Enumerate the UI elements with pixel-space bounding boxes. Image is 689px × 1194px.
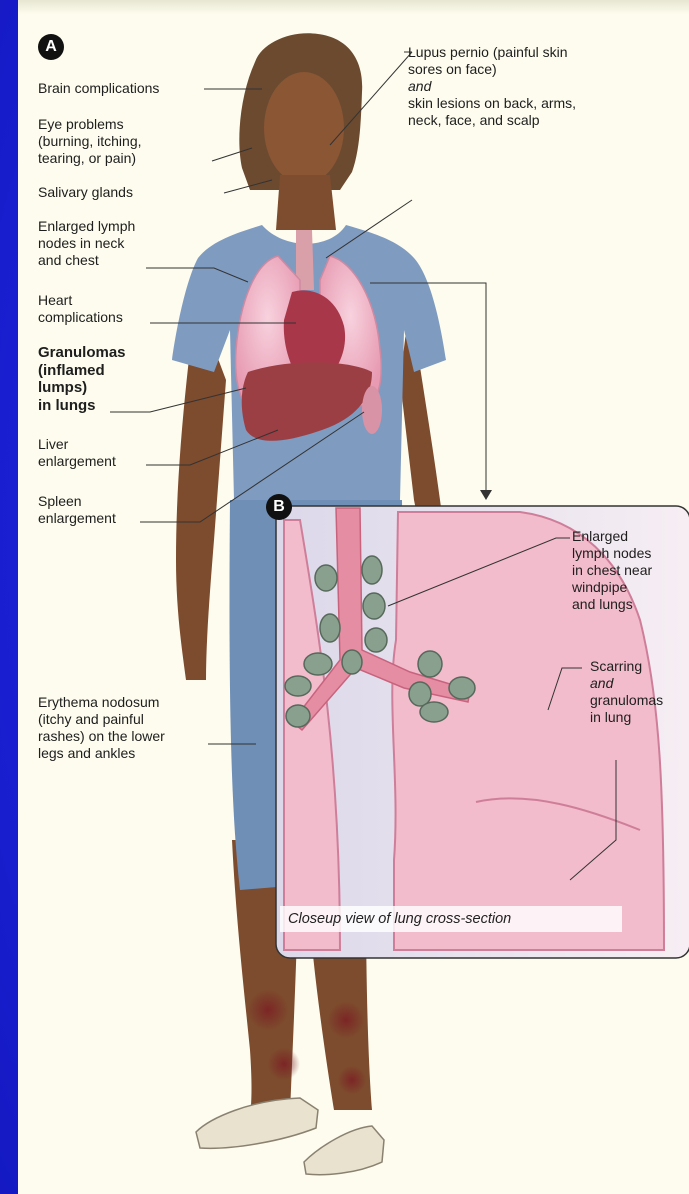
panel-b-badge: B bbox=[266, 494, 292, 520]
label-scarring: Scarring bbox=[590, 658, 642, 675]
left-sandal bbox=[196, 1098, 318, 1148]
face bbox=[264, 72, 344, 184]
label-salivary-glands: Salivary glands bbox=[38, 184, 133, 201]
rash-spot bbox=[268, 1048, 300, 1080]
illustration-panel: A B Brain complications Eye problems (bu… bbox=[18, 0, 689, 1194]
label-lymph-nodes-chest: Enlarged lymph nodes in chest near windp… bbox=[572, 528, 652, 613]
label-liver-enlargement: Liver enlargement bbox=[38, 436, 116, 470]
label-enlarged-lymph-nodes: Enlarged lymph nodes in neck and chest bbox=[38, 218, 135, 269]
panel-a-badge: A bbox=[38, 34, 64, 60]
label-lupus-pernio: Lupus pernio (painful skin sores on face… bbox=[408, 44, 568, 78]
rash-spot bbox=[328, 1002, 364, 1038]
spleen bbox=[362, 386, 382, 434]
label-granulomas-in-lung: granulomas in lung bbox=[590, 692, 663, 726]
rash-spot bbox=[248, 990, 288, 1030]
label-heart-complications: Heart complications bbox=[38, 292, 123, 326]
label-brain-complications: Brain complications bbox=[38, 80, 159, 97]
label-spleen-enlargement: Spleen enlargement bbox=[38, 493, 116, 527]
right-sandal bbox=[304, 1126, 384, 1175]
label-eye-problems: Eye problems (burning, itching, tearing,… bbox=[38, 116, 142, 167]
label-granulomas: Granulomas (inflamed lumps) in lungs bbox=[38, 344, 126, 414]
label-erythema-nodosum: Erythema nodosum (itchy and painful rash… bbox=[38, 694, 165, 762]
label-scarring-and: and bbox=[590, 675, 613, 692]
rash-spot bbox=[338, 1066, 366, 1094]
inset-caption: Closeup view of lung cross-section bbox=[280, 906, 622, 932]
neck bbox=[276, 175, 336, 230]
label-skin-lesions: skin lesions on back, arms, neck, face, … bbox=[408, 95, 576, 129]
arrow-head bbox=[480, 490, 492, 500]
label-lupus-and: and bbox=[408, 78, 431, 95]
